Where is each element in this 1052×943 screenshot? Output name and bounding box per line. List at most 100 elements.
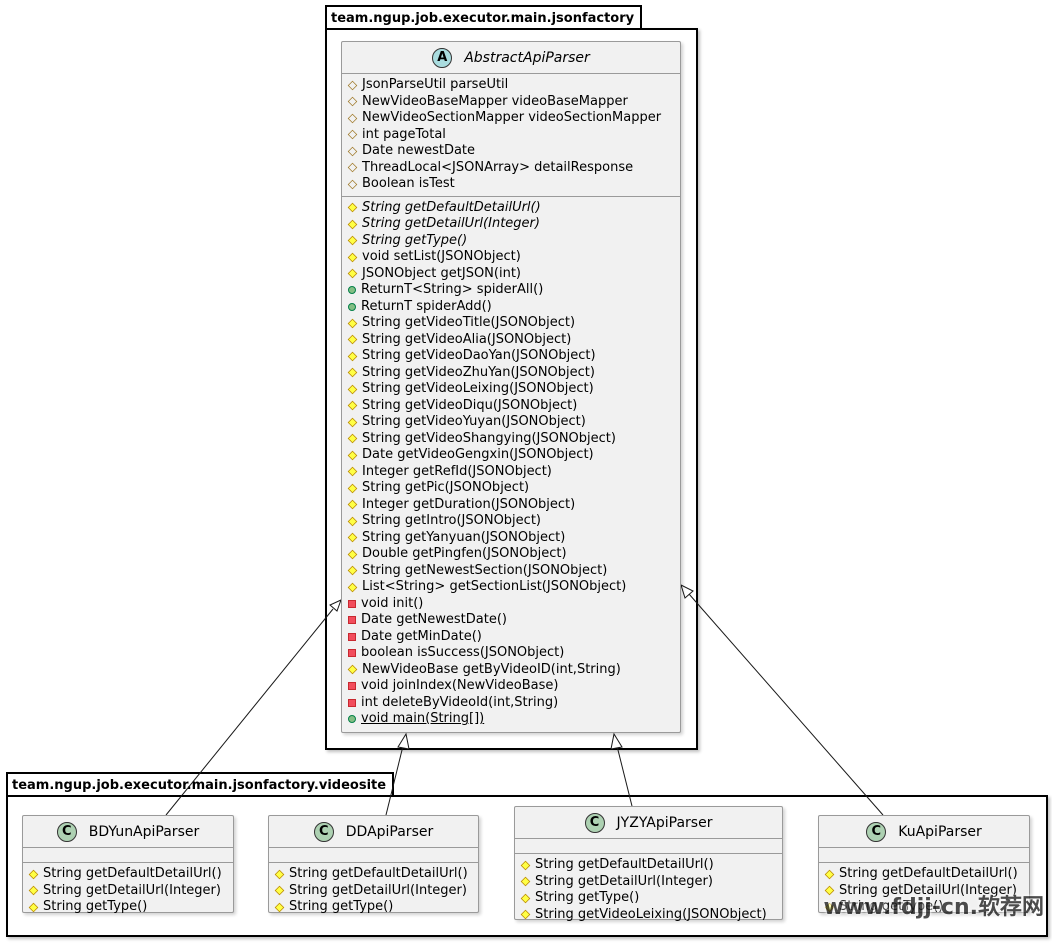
class-method: String getDefaultDetailUrl() xyxy=(274,866,478,883)
class-method: String getDetailUrl(Integer) xyxy=(28,883,233,900)
public-method-icon xyxy=(348,715,356,724)
member-signature: String getVideoAlia(JSONObject) xyxy=(362,331,572,347)
member-signature: Double getPingfen(JSONObject) xyxy=(362,546,567,561)
member-signature: String getType() xyxy=(289,899,394,914)
member-signature: boolean isSuccess(JSONObject) xyxy=(361,645,565,660)
class-field: Date newestDate xyxy=(347,143,680,160)
protected-method-icon xyxy=(347,582,358,593)
member-signature: Integer getRefId(JSONObject) xyxy=(362,463,552,479)
class-method: String getDetailUrl(Integer) xyxy=(347,216,680,233)
member-signature: String getDetailUrl(Integer) xyxy=(289,882,467,898)
class-name: JYZYApiParser xyxy=(616,814,713,831)
member-signature: String getVideoYuyan(JSONObject) xyxy=(362,414,586,429)
protected-field-icon xyxy=(347,162,358,173)
class-method: String getVideoTitle(JSONObject) xyxy=(347,315,680,332)
class-field: JsonParseUtil parseUtil xyxy=(347,77,680,94)
member-signature: String getType() xyxy=(839,899,944,914)
member-signature: String getVideoLeixing(JSONObject) xyxy=(362,381,594,396)
class-method: String getType() xyxy=(274,899,478,916)
member-signature: Integer getDuration(JSONObject) xyxy=(362,496,576,512)
member-signature: Date getMinDate() xyxy=(361,628,482,644)
class-ku-api-parser[interactable]: C KuApiParser String getDefaultDetailUrl… xyxy=(818,815,1030,914)
member-signature: String getVideoDiqu(JSONObject) xyxy=(362,397,578,413)
protected-method-icon xyxy=(347,466,358,477)
member-signature: ReturnT<String> spiderAll() xyxy=(361,282,544,297)
protected-method-icon xyxy=(520,860,531,871)
class-method: String getNewestSection(JSONObject) xyxy=(347,563,680,580)
protected-method-icon xyxy=(347,268,358,279)
class-icon: C xyxy=(584,812,605,833)
class-jyzy-api-parser[interactable]: C JYZYApiParser String getDefaultDetailU… xyxy=(514,806,783,922)
member-signature: String getDefaultDetailUrl() xyxy=(289,866,468,881)
class-method: String getDetailUrl(Integer) xyxy=(520,874,782,891)
class-field: ThreadLocal<JSONArray> detailResponse xyxy=(347,159,680,177)
member-signature: Date getVideoGengxin(JSONObject) xyxy=(362,447,594,462)
member-signature: void main(String[]) xyxy=(361,711,485,726)
protected-method-icon xyxy=(347,202,358,213)
class-field: Boolean isTest xyxy=(347,176,680,193)
package-videosite-label: team.ngup.job.executor.main.jsonfactory.… xyxy=(6,772,395,797)
class-method: String getDetailUrl(Integer) xyxy=(274,882,478,900)
class-methods: String getDefaultDetailUrl()String getDe… xyxy=(819,863,1029,919)
protected-method-icon xyxy=(347,417,358,428)
class-dd-api-parser[interactable]: C DDApiParser String getDefaultDetailUrl… xyxy=(268,815,479,916)
class-method: Date getNewestDate() xyxy=(348,612,680,629)
class-method: ReturnT<String> spiderAll() xyxy=(348,282,680,299)
class-method: void joinIndex(NewVideoBase) xyxy=(348,678,680,695)
member-signature: String getVideoDaoYan(JSONObject) xyxy=(362,348,596,363)
class-method: String getPic(JSONObject) xyxy=(347,480,680,497)
class-header: A AbstractApiParser xyxy=(342,42,680,74)
class-method: String getType() xyxy=(824,899,1029,916)
package-main-label: team.ngup.job.executor.main.jsonfactory xyxy=(325,5,643,30)
protected-method-icon xyxy=(347,252,358,263)
class-method: String getVideoDaoYan(JSONObject) xyxy=(347,348,680,365)
protected-method-icon xyxy=(520,909,531,920)
class-method: String getDefaultDetailUrl() xyxy=(824,866,1029,883)
protected-method-icon xyxy=(347,384,358,395)
class-bdyun-api-parser[interactable]: C BDYunApiParser String getDefaultDetail… xyxy=(22,815,234,914)
protected-method-icon xyxy=(347,334,358,345)
member-signature: String getDefaultDetailUrl() xyxy=(535,857,714,872)
protected-method-icon xyxy=(347,664,358,675)
private-method-icon xyxy=(348,649,356,658)
member-signature: String getVideoLeixing(JSONObject) xyxy=(535,906,767,922)
private-method-icon xyxy=(348,632,356,641)
class-methods: String getDefaultDetailUrl()String getDe… xyxy=(23,863,233,919)
protected-method-icon xyxy=(347,499,358,510)
private-method-icon xyxy=(348,698,356,707)
protected-field-icon xyxy=(347,129,358,140)
protected-method-icon xyxy=(824,869,835,880)
class-fields xyxy=(819,848,1029,863)
protected-field-icon xyxy=(347,96,358,107)
member-signature: NewVideoBaseMapper videoBaseMapper xyxy=(362,93,628,109)
class-methods: String getDefaultDetailUrl()String getDe… xyxy=(342,197,680,731)
member-signature: ThreadLocal<JSONArray> detailResponse xyxy=(362,159,634,175)
package-videosite xyxy=(6,795,1048,937)
member-signature: JsonParseUtil parseUtil xyxy=(362,77,509,92)
protected-method-icon xyxy=(274,902,285,913)
class-abstract-api-parser[interactable]: A AbstractApiParser JsonParseUtil parseU… xyxy=(341,41,681,733)
member-signature: Date getNewestDate() xyxy=(361,612,507,627)
protected-method-icon xyxy=(347,532,358,543)
class-icon: C xyxy=(56,821,77,842)
protected-field-icon xyxy=(347,146,358,157)
class-method: String getVideoLeixing(JSONObject) xyxy=(347,381,680,398)
member-signature: int pageTotal xyxy=(362,126,446,142)
class-method: String getIntro(JSONObject) xyxy=(347,513,680,530)
member-signature: String getPic(JSONObject) xyxy=(362,480,530,495)
member-signature: String getIntro(JSONObject) xyxy=(362,513,541,528)
class-method: void setList(JSONObject) xyxy=(347,249,680,266)
protected-field-icon xyxy=(347,179,358,190)
class-name: KuApiParser xyxy=(898,823,982,840)
class-method: ReturnT spiderAdd() xyxy=(348,299,680,316)
protected-method-icon xyxy=(28,902,39,913)
protected-method-icon xyxy=(347,351,358,362)
member-signature: String getDefaultDetailUrl() xyxy=(839,866,1018,881)
protected-method-icon xyxy=(347,318,358,329)
protected-method-icon xyxy=(347,516,358,527)
class-methods: String getDefaultDetailUrl() String getDe… xyxy=(515,854,782,926)
public-method-icon xyxy=(348,286,356,295)
class-fields xyxy=(269,848,478,863)
class-method: String getDefaultDetailUrl() xyxy=(520,857,782,874)
protected-method-icon xyxy=(347,565,358,576)
